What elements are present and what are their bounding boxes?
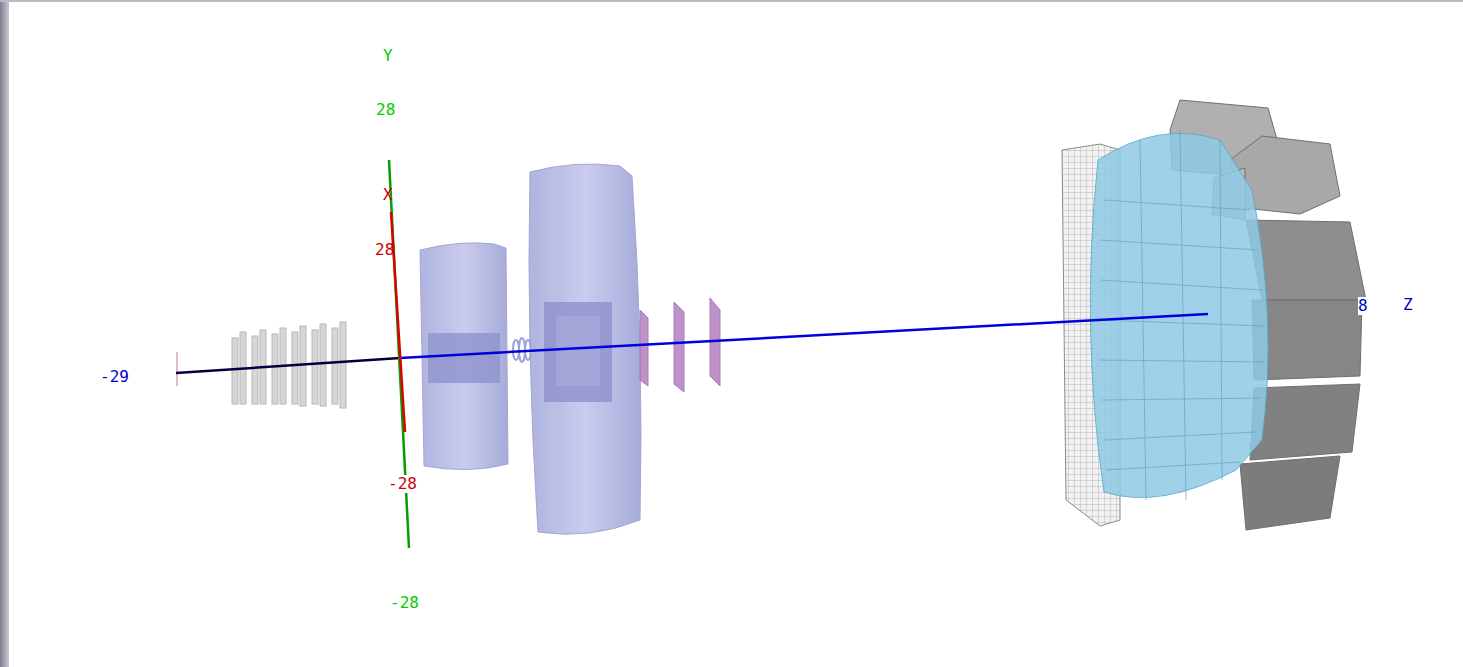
z-axis xyxy=(176,358,400,373)
z-axis xyxy=(400,314,1208,358)
axis-label: -28 xyxy=(388,475,417,493)
axis-tick xyxy=(176,352,178,386)
axis-label: 28 xyxy=(375,241,394,259)
axis-label: -29 xyxy=(100,368,129,386)
axis-label: X xyxy=(383,186,393,204)
window-edge xyxy=(0,0,1463,2)
axis-label: 8 xyxy=(1358,297,1368,315)
axis-label: Y xyxy=(383,47,393,65)
window-edge xyxy=(0,0,9,667)
axis-label: -28 xyxy=(390,594,419,612)
axis-label: 28 xyxy=(376,101,395,119)
axis-label: Z xyxy=(1403,296,1413,314)
